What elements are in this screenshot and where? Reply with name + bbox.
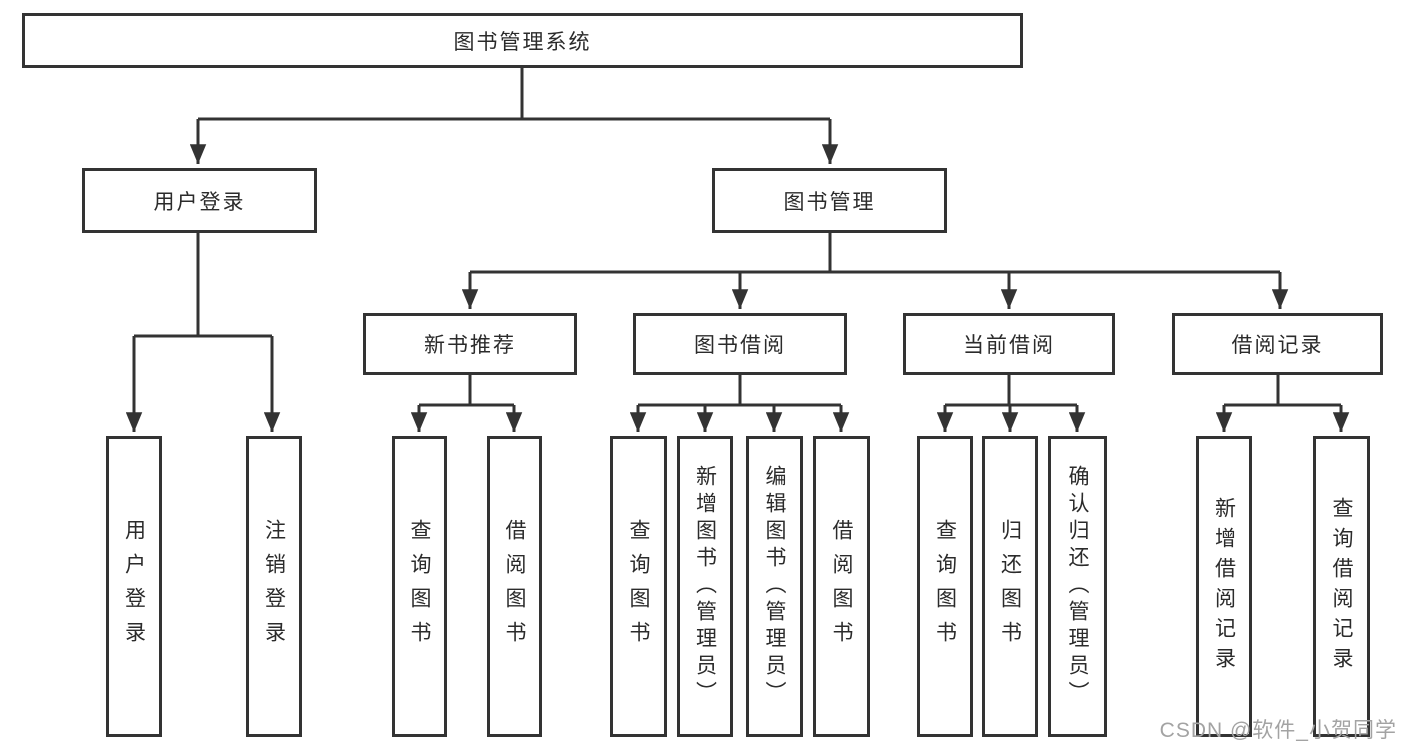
leaf-logout: 注销登录 bbox=[246, 436, 302, 737]
node-borrowing-records: 借阅记录 bbox=[1172, 313, 1383, 375]
leaf-edit-books-admin: 编辑图书（管理员） bbox=[746, 436, 803, 737]
leaf-confirm-return-admin: 确认归还（管理员） bbox=[1048, 436, 1107, 737]
leaf-add-books-admin: 新增图书（管理员） bbox=[677, 436, 733, 737]
leaf-borrow-books-2: 借阅图书 bbox=[813, 436, 870, 737]
leaf-add-borrow-record: 新增借阅记录 bbox=[1196, 436, 1252, 737]
node-label: 图书管理 bbox=[783, 190, 876, 214]
node-label: 图书借阅 bbox=[694, 334, 786, 357]
leaf-label: 归还图书 bbox=[998, 518, 1022, 655]
node-user-login: 用户登录 bbox=[82, 168, 317, 233]
node-label: 借阅记录 bbox=[1231, 334, 1324, 357]
leaf-query-books-3: 查询图书 bbox=[917, 436, 973, 737]
leaf-label: 新增图书（管理员） bbox=[693, 465, 717, 708]
leaf-label: 查询借阅记录 bbox=[1330, 496, 1353, 677]
leaf-label: 确认归还（管理员） bbox=[1066, 465, 1089, 708]
node-book-management: 图书管理 bbox=[712, 168, 947, 233]
leaf-label: 借阅图书 bbox=[503, 518, 526, 655]
leaf-label: 查询图书 bbox=[627, 518, 650, 655]
leaf-query-books-2: 查询图书 bbox=[610, 436, 667, 737]
leaf-label: 借阅图书 bbox=[830, 518, 853, 655]
leaf-borrow-books-1: 借阅图书 bbox=[487, 436, 542, 737]
leaf-user-login: 用户登录 bbox=[106, 436, 162, 737]
leaf-return-books: 归还图书 bbox=[982, 436, 1038, 737]
node-book-borrowing: 图书借阅 bbox=[633, 313, 847, 375]
node-label: 图书管理系统 bbox=[453, 30, 592, 54]
leaf-label: 编辑图书（管理员） bbox=[763, 465, 786, 708]
node-current-borrowing: 当前借阅 bbox=[903, 313, 1115, 375]
leaf-label: 新增借阅记录 bbox=[1212, 496, 1236, 677]
csdn-watermark: CSDN @软件_小贺同学 bbox=[1159, 719, 1397, 742]
node-label: 当前借阅 bbox=[963, 334, 1055, 357]
leaf-label: 注销登录 bbox=[262, 518, 286, 655]
node-library-management-system: 图书管理系统 bbox=[22, 13, 1023, 68]
leaf-query-borrow-record: 查询借阅记录 bbox=[1313, 436, 1370, 737]
leaf-query-books-1: 查询图书 bbox=[392, 436, 447, 737]
node-new-book-recommendation: 新书推荐 bbox=[363, 313, 577, 375]
leaf-label: 用户登录 bbox=[122, 518, 146, 655]
leaf-label: 查询图书 bbox=[933, 518, 957, 655]
leaf-label: 查询图书 bbox=[408, 518, 431, 655]
node-label: 新书推荐 bbox=[424, 334, 516, 357]
node-label: 用户登录 bbox=[153, 190, 246, 214]
